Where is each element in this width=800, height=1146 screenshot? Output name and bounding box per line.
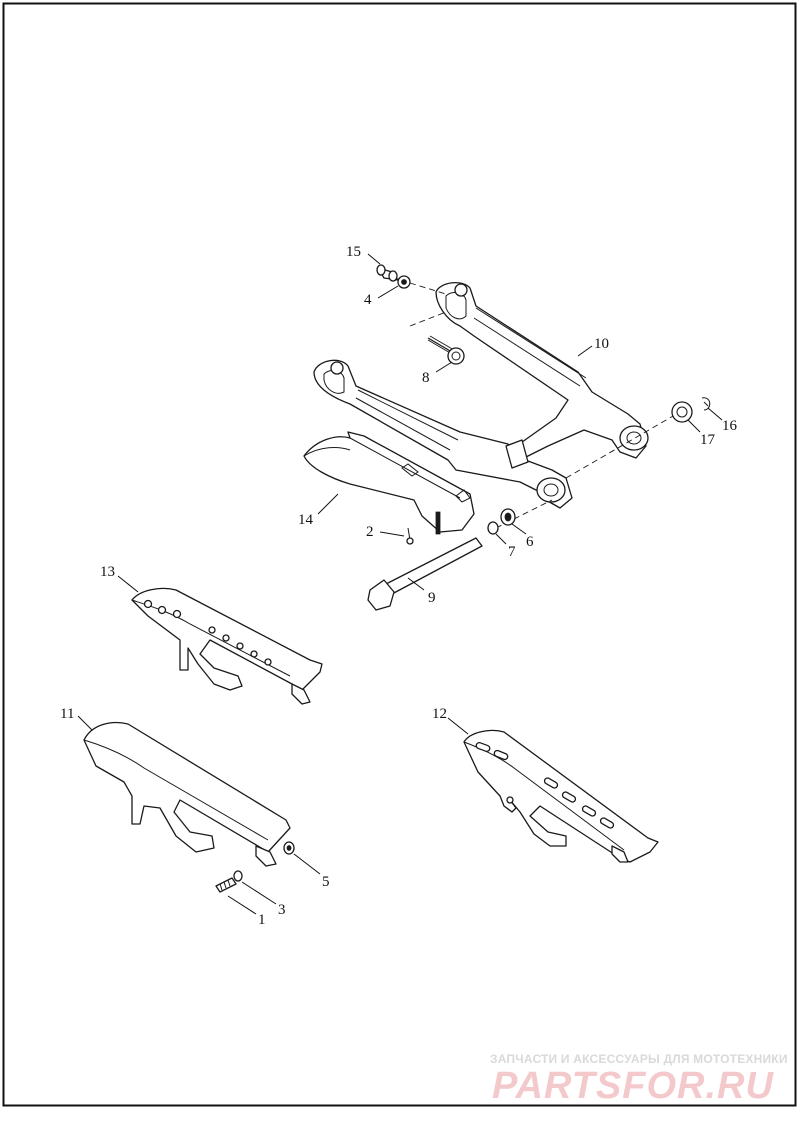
clip-part bbox=[701, 397, 711, 411]
leader-5 bbox=[293, 853, 321, 875]
leader-9 bbox=[407, 577, 425, 591]
callout-14: 14 bbox=[298, 512, 314, 528]
callout-16: 16 bbox=[722, 418, 738, 434]
leader-7 bbox=[495, 533, 507, 545]
alignment-line bbox=[565, 411, 681, 479]
bearing-part-6 bbox=[500, 508, 516, 526]
bushing-part bbox=[376, 264, 399, 282]
nut-part bbox=[397, 275, 411, 289]
callout-1: 1 bbox=[258, 912, 266, 928]
nut-part-5 bbox=[283, 841, 295, 855]
alignment-line bbox=[409, 311, 447, 327]
belt-guard-13-part bbox=[131, 587, 323, 705]
axle-bolt-part bbox=[367, 537, 483, 611]
bolt-part bbox=[427, 335, 465, 365]
leader-12 bbox=[447, 717, 469, 735]
alignment-line bbox=[409, 282, 447, 295]
callout-10: 10 bbox=[594, 336, 609, 352]
callout-11: 11 bbox=[60, 706, 74, 722]
screw-part-1 bbox=[215, 877, 237, 893]
callout-6: 6 bbox=[526, 534, 534, 550]
leader-1 bbox=[227, 895, 257, 915]
screw-part bbox=[406, 527, 414, 545]
leader-13 bbox=[117, 575, 139, 593]
leader-4 bbox=[377, 285, 399, 299]
callout-3: 3 bbox=[278, 902, 286, 918]
callout-13: 13 bbox=[100, 564, 115, 580]
callout-7: 7 bbox=[508, 544, 516, 560]
leader-15 bbox=[367, 253, 381, 265]
leader-16 bbox=[707, 407, 723, 421]
callout-17: 17 bbox=[700, 432, 716, 448]
swingarm-part bbox=[313, 282, 649, 509]
callout-9: 9 bbox=[428, 590, 436, 606]
watermark-logo: PARTSFOR.RU bbox=[492, 1065, 774, 1107]
chain-guard-part bbox=[303, 431, 475, 535]
page-border bbox=[2, 2, 797, 1107]
bearing-part bbox=[671, 401, 693, 423]
leader-10 bbox=[577, 345, 593, 357]
washer-part-3 bbox=[233, 870, 243, 882]
callout-8: 8 bbox=[422, 370, 430, 386]
leader-11 bbox=[77, 715, 93, 731]
callout-5: 5 bbox=[322, 874, 330, 890]
leader-6 bbox=[511, 523, 527, 535]
washer-part bbox=[487, 521, 499, 535]
callout-4: 4 bbox=[364, 292, 372, 308]
callout-15: 15 bbox=[346, 244, 361, 260]
watermark-tagline: ЗАПЧАСТИ И АКСЕССУАРЫ ДЛЯ МОТОТЕХНИКИ bbox=[490, 1052, 788, 1066]
belt-guard-12-part bbox=[463, 729, 659, 863]
leader-17 bbox=[687, 419, 701, 433]
belt-guard-11-part bbox=[83, 721, 291, 867]
callout-12: 12 bbox=[432, 706, 447, 722]
leader-3 bbox=[241, 881, 277, 905]
leader-8 bbox=[435, 361, 453, 373]
leader-2 bbox=[379, 531, 405, 537]
callout-2: 2 bbox=[366, 524, 374, 540]
leader-14 bbox=[317, 493, 339, 515]
